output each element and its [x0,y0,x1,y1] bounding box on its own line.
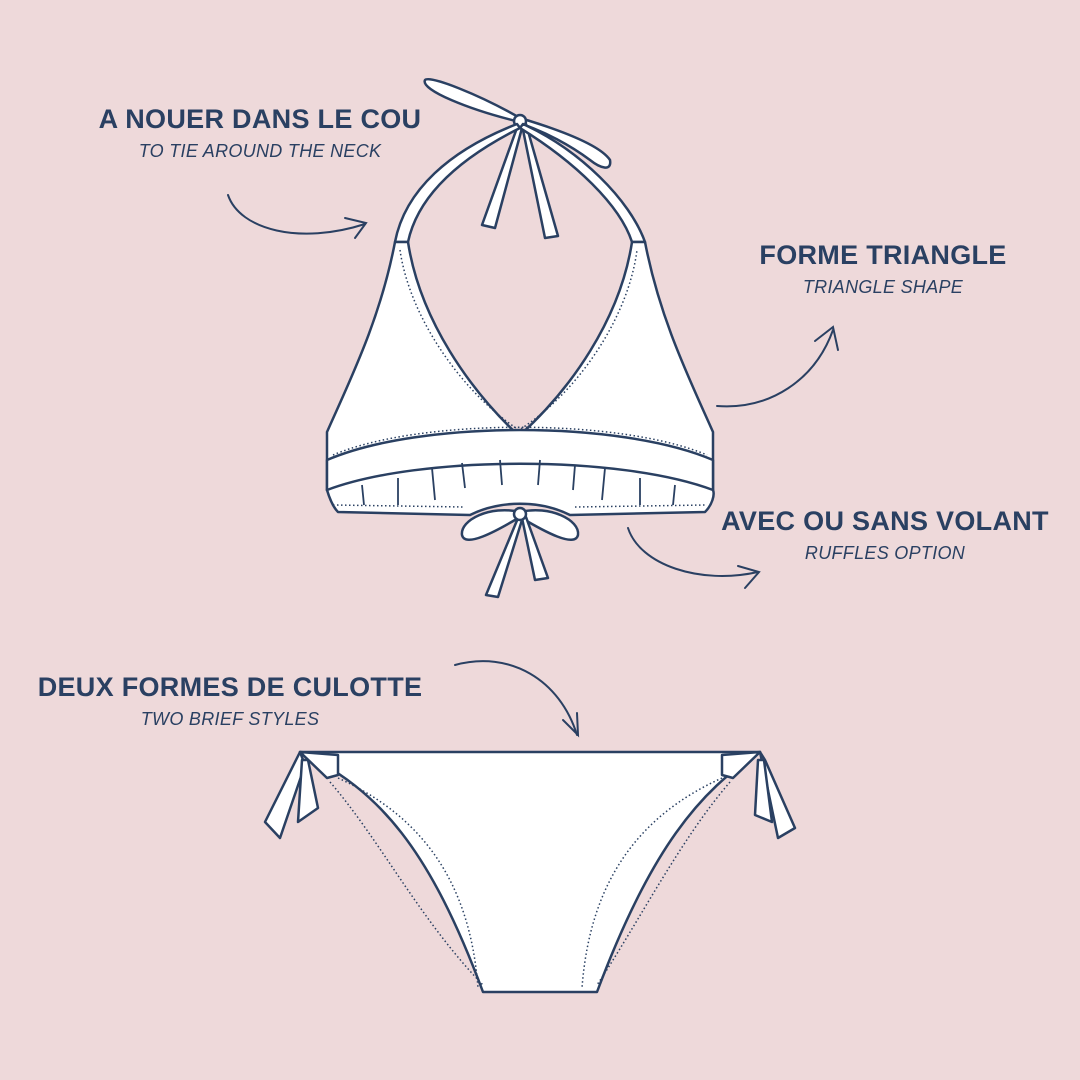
annotation-triangle-subtitle: TRIANGLE SHAPE [802,277,964,297]
annotation-triangle: FORME TRIANGLE TRIANGLE SHAPE [733,240,1033,298]
bikini-bottom-illustration [263,750,797,994]
arrow-ruffles-icon [627,527,761,589]
annotation-ruffles: AVEC OU SANS VOLANT RUFFLES OPTION [705,506,1065,564]
annotation-neck-subtitle: TO TIE AROUND THE NECK [138,141,382,161]
arrow-triangle-icon [716,325,839,408]
annotation-neck-title: A NOUER DANS LE COU [98,104,422,134]
annotation-ruffles-title: AVEC OU SANS VOLANT [721,506,1049,536]
bikini-top-illustration [325,77,715,599]
annotation-briefs-title: DEUX FORMES DE CULOTTE [37,672,423,702]
annotation-triangle-title: FORME TRIANGLE [759,240,1007,270]
annotation-ruffles-subtitle: RUFFLES OPTION [804,543,966,563]
annotation-neck: A NOUER DANS LE COU TO TIE AROUND THE NE… [60,104,460,162]
annotation-briefs-subtitle: TWO BRIEF STYLES [140,709,320,729]
arrow-briefs-icon [454,660,580,738]
annotation-briefs: DEUX FORMES DE CULOTTE TWO BRIEF STYLES [20,672,440,730]
arrow-neck-icon [227,194,368,239]
